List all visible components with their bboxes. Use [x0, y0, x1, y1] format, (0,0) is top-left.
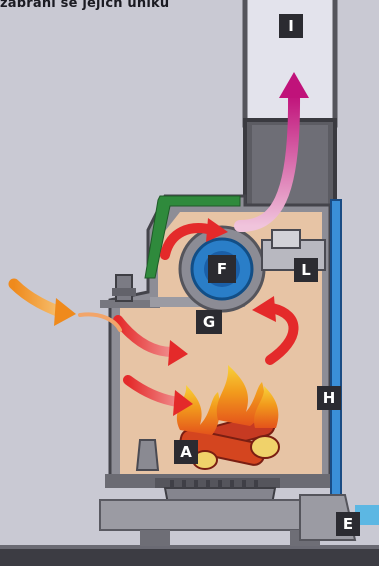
- inlet-arrow-icon: [14, 284, 60, 312]
- svg-text:G: G: [203, 313, 215, 331]
- svg-text:I: I: [288, 17, 294, 35]
- label-A: A: [174, 440, 198, 464]
- label-L: L: [294, 258, 318, 282]
- ash-box: [137, 440, 158, 470]
- label-I: I: [279, 14, 303, 38]
- floor-slab-top: [0, 545, 379, 549]
- floor-slab: [0, 548, 379, 566]
- label-E: E: [336, 512, 360, 536]
- label-F: F: [208, 255, 236, 283]
- inlet-arrowhead: [54, 298, 76, 326]
- svg-text:F: F: [217, 260, 227, 278]
- svg-text:E: E: [343, 515, 353, 533]
- label-G: G: [196, 310, 222, 334]
- label-H: H: [317, 386, 341, 410]
- svg-text:L: L: [301, 261, 311, 279]
- grate-assembly: [100, 474, 330, 546]
- svg-text:A: A: [180, 443, 192, 461]
- door-handle: [112, 275, 136, 301]
- svg-text:H: H: [323, 389, 336, 407]
- water-pipe: [331, 200, 341, 505]
